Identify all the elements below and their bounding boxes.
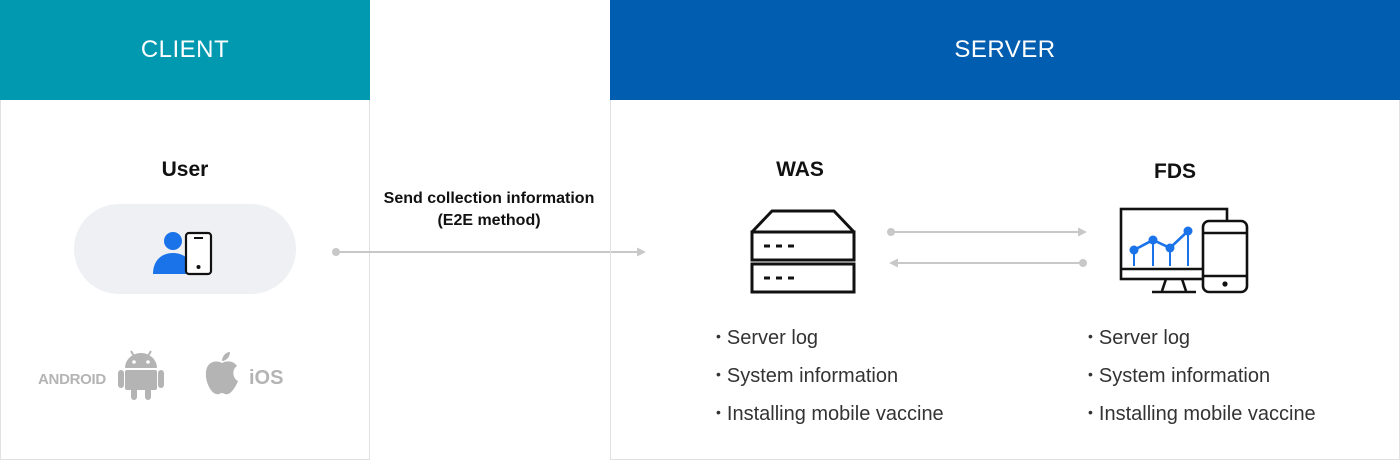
android-icon	[118, 350, 164, 400]
server-panel: SERVER	[610, 0, 1400, 460]
ios-label: iOS	[249, 367, 284, 389]
server-header: SERVER	[610, 0, 1400, 100]
flow-label-line2: (E2E method)	[437, 212, 541, 229]
apple-icon	[205, 352, 238, 395]
was-info-list: Server log System information Installing…	[716, 319, 944, 433]
flow-label: Send collection information (E2E method)	[360, 188, 618, 232]
user-phone-icon	[153, 231, 213, 276]
list-item: Server log	[1088, 319, 1316, 357]
list-item: Installing mobile vaccine	[716, 395, 944, 433]
list-item: Server log	[716, 319, 944, 357]
fds-title: FDS	[1154, 160, 1196, 183]
monitor-chart-icon	[1119, 207, 1249, 294]
user-title: User	[161, 158, 209, 181]
fds-info-list: Server log System information Installing…	[1088, 319, 1316, 433]
was-title: WAS	[776, 158, 824, 181]
send-arrow	[332, 247, 646, 257]
list-item: System information	[716, 357, 944, 395]
client-panel: CLIENT	[0, 0, 370, 460]
client-header: CLIENT	[0, 0, 370, 100]
was-to-fds-arrow	[887, 227, 1087, 237]
android-label: ANDROID	[38, 371, 106, 388]
fds-to-was-arrow	[889, 258, 1087, 268]
flow-label-line1: Send collection information	[383, 190, 595, 207]
list-item: System information	[1088, 357, 1316, 395]
list-item: Installing mobile vaccine	[1088, 395, 1316, 433]
server-icon	[750, 209, 856, 294]
